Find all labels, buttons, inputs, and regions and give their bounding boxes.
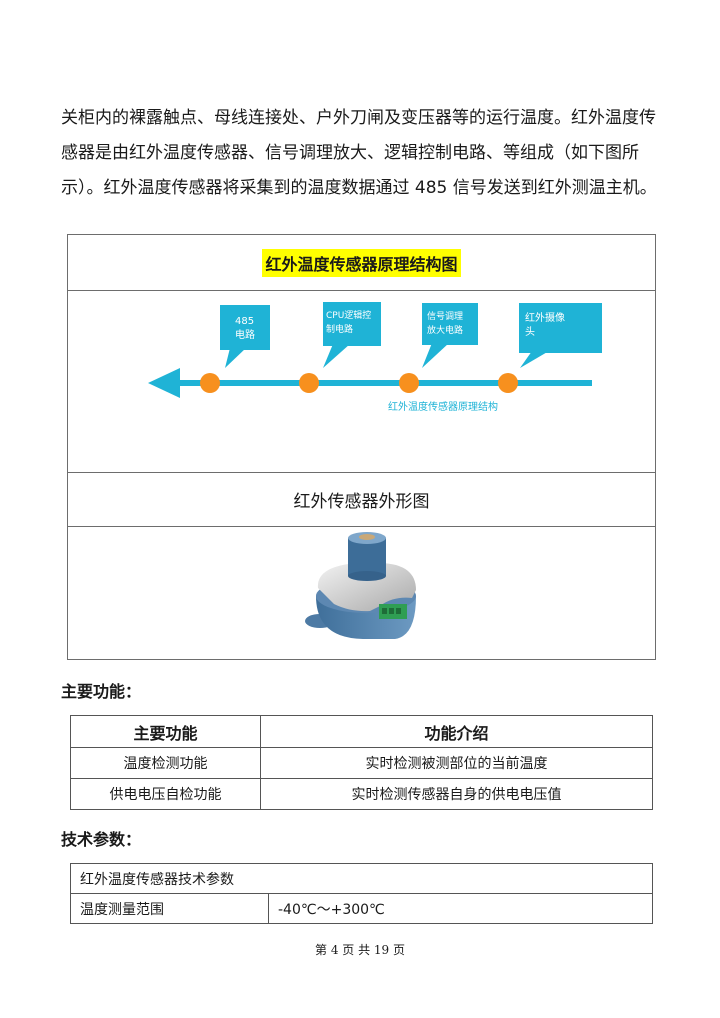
structure-diagram-row: 485 电路 CPU逻辑控 制电路 信号调理 放大电路 红外摄像 — [68, 290, 655, 473]
node-dot-2 — [299, 373, 319, 393]
function-description: 实时检测被测部位的当前温度 — [260, 747, 653, 779]
callout-ir-camera: 红外摄像 头 — [519, 303, 602, 368]
callout-485-circuit: 485 电路 — [220, 305, 270, 368]
callout-signal-line2: 放大电路 — [427, 324, 463, 336]
params-title-row: 红外温度传感器技术参数 — [70, 863, 653, 894]
sensor-image-row — [68, 526, 655, 659]
callout-485-line2: 电路 — [235, 328, 255, 341]
figure-title-row: 红外温度传感器原理结构图 — [68, 235, 655, 291]
params-title: 红外温度传感器技术参数 — [70, 863, 653, 894]
figure-table: 红外温度传感器原理结构图 485 电路 CPU逻辑控 制电路 — [67, 234, 656, 660]
shape-label-row: 红外传感器外形图 — [68, 472, 655, 527]
callout-signal-amp: 信号调理 放大电路 — [422, 303, 478, 368]
function-name: 温度检测功能 — [70, 747, 261, 779]
callout-cpu-line2: 制电路 — [326, 323, 353, 335]
header-function: 主要功能 — [70, 715, 261, 748]
node-dot-4 — [498, 373, 518, 393]
intro-paragraph: 关柜内的裸露触点、母线连接处、户外刀闸及变压器等的运行温度。红外温度传感器是由红… — [61, 108, 657, 198]
sensor-photo-illustration — [305, 532, 416, 639]
param-value: -40℃～+300℃ — [268, 893, 653, 924]
callout-cpu-logic: CPU逻辑控 制电路 — [323, 302, 381, 368]
callout-signal-line1: 信号调理 — [427, 310, 463, 322]
functions-heading: 主要功能： — [61, 682, 142, 701]
callout-ir-line2: 头 — [525, 326, 535, 338]
table-row: 温度检测功能 实时检测被测部位的当前温度 — [70, 747, 653, 779]
header-description: 功能介绍 — [260, 715, 653, 748]
arrow-head-icon — [148, 368, 180, 398]
functions-table: 主要功能 功能介绍 温度检测功能 实时检测被测部位的当前温度 供电电压自检功能 … — [70, 715, 653, 810]
node-dot-1 — [200, 373, 220, 393]
function-name: 供电电压自检功能 — [70, 778, 261, 810]
function-description: 实时检测传感器自身的供电电压值 — [260, 778, 653, 810]
shape-label: 红外传感器外形图 — [293, 491, 430, 512]
node-dot-3 — [399, 373, 419, 393]
diagram-caption: 红外温度传感器原理结构 — [388, 400, 498, 413]
params-table: 红外温度传感器技术参数 温度测量范围 -40℃～+300℃ — [70, 863, 653, 924]
structure-diagram: 485 电路 CPU逻辑控 制电路 信号调理 放大电路 红外摄像 — [148, 302, 602, 413]
callout-cpu-line1: CPU逻辑控 — [326, 309, 371, 321]
params-heading: 技术参数： — [61, 830, 142, 849]
param-name: 温度测量范围 — [70, 893, 269, 924]
table-row: 供电电压自检功能 实时检测传感器自身的供电电压值 — [70, 778, 653, 810]
callout-ir-line1: 红外摄像 — [525, 311, 565, 324]
table-header-row: 主要功能 功能介绍 — [70, 715, 653, 748]
figure-title: 红外温度传感器原理结构图 — [262, 248, 461, 277]
callout-485-line1: 485 — [235, 316, 254, 327]
page-footer: 第 4 页 共 19 页 — [315, 943, 405, 957]
table-row: 温度测量范围 -40℃～+300℃ — [70, 893, 653, 924]
